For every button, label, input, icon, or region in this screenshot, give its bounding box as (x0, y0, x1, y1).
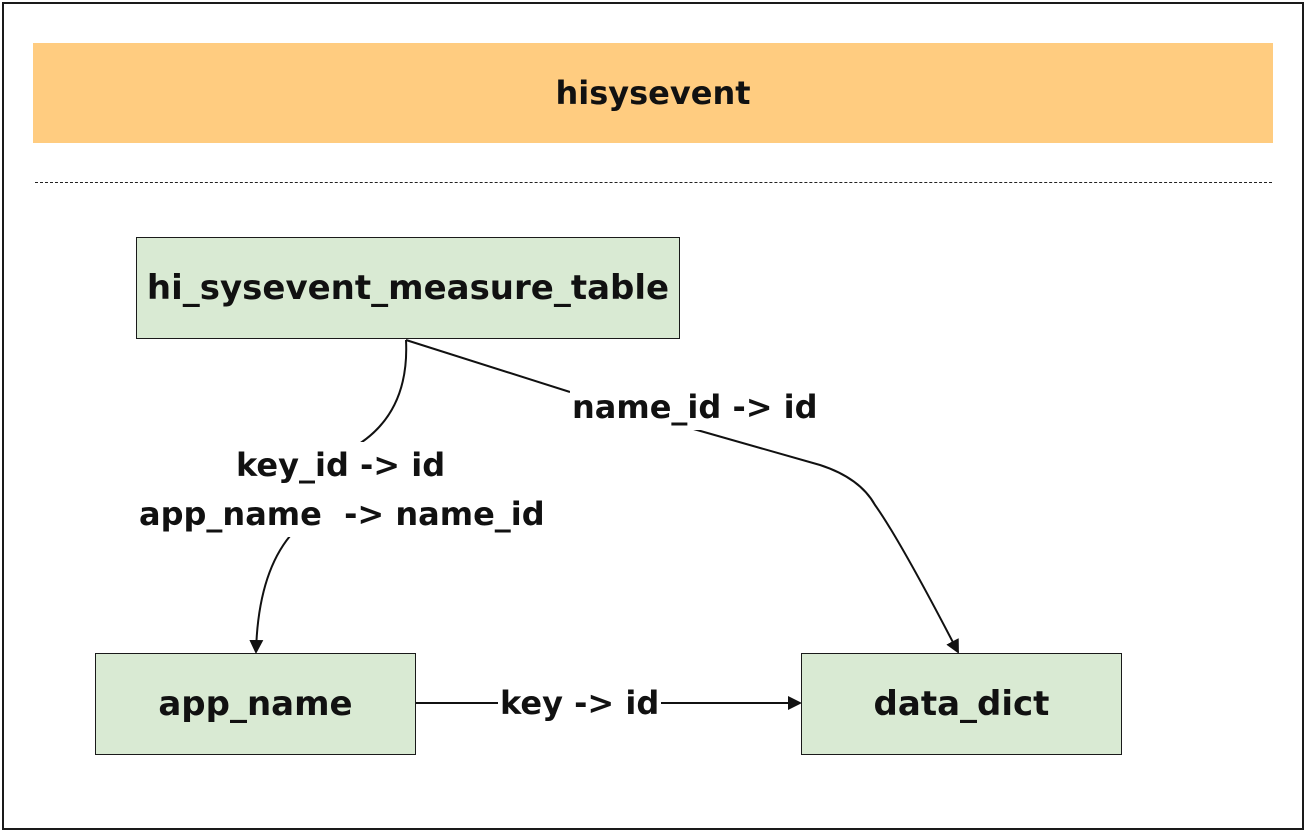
node-data-dict: data_dict (801, 653, 1122, 755)
edge-label-key-id: key_id -> id (234, 442, 448, 488)
edge-label-name-id: name_id -> id (570, 384, 820, 430)
edge-measure-to-dict (405, 339, 958, 652)
node-label: data_dict (873, 684, 1050, 724)
edge-label-key: key -> id (498, 680, 662, 726)
node-label: hi_sysevent_measure_table (146, 268, 670, 308)
title-band: hisysevent (33, 43, 1273, 143)
node-app-name: app_name (95, 653, 416, 755)
diagram-title: hisysevent (555, 74, 751, 112)
dashed-separator (35, 182, 1272, 183)
node-hi-sysevent-measure-table: hi_sysevent_measure_table (136, 237, 680, 339)
node-label: app_name (158, 684, 353, 724)
edge-label-app-name: app_name -> name_id (137, 491, 547, 537)
